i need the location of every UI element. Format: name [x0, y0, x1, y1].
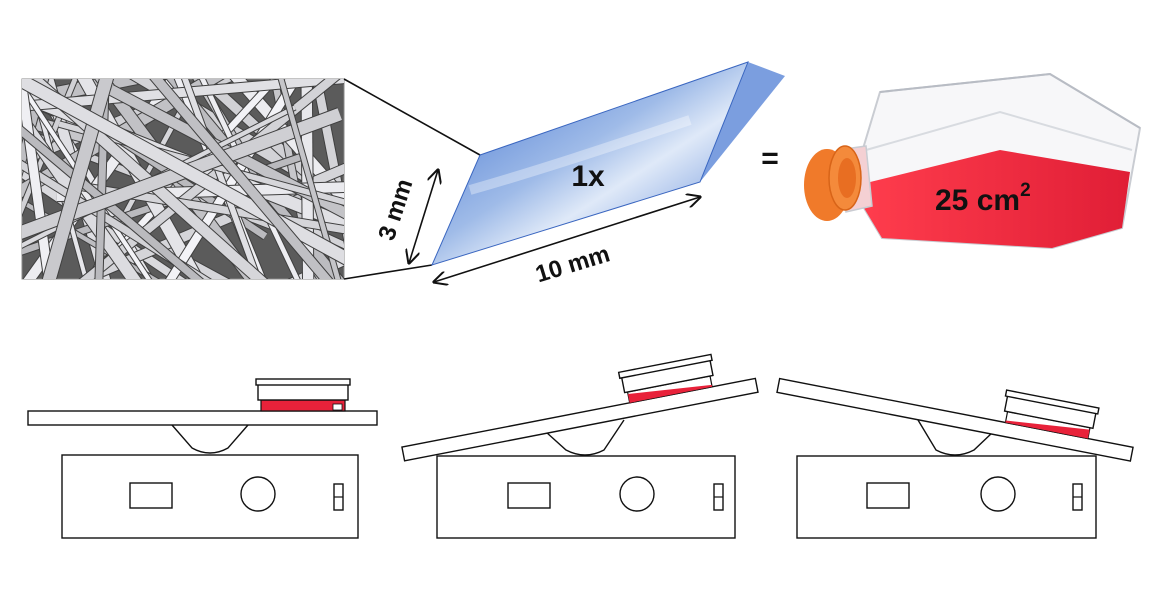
petri-dish-icon [1003, 389, 1100, 440]
shaker-knob-icon [980, 476, 1016, 512]
zoom-line-top [343, 78, 481, 156]
shaker-display-icon [129, 482, 173, 509]
membrane-count-label: 1x [571, 160, 605, 193]
shaker-platform [27, 410, 378, 426]
petri-dish-icon [255, 378, 351, 412]
shaker-level [27, 378, 378, 539]
shaker-tilted-down [776, 377, 1134, 539]
equals-sign: = [761, 142, 779, 175]
length-label: 10 mm [532, 240, 613, 288]
petri-dish-icon [617, 353, 714, 404]
shaker-knob-icon [240, 476, 276, 512]
flask-area-label: 25 cm2 [935, 180, 1031, 217]
shaker-tilted-up [401, 353, 759, 539]
fiber-micrograph-image [21, 78, 345, 280]
shaker-base [61, 454, 359, 539]
shaker-pivot [171, 424, 249, 454]
shaker-pivot [545, 419, 625, 456]
length-arrow [434, 197, 700, 282]
flask-cap-icon [804, 145, 862, 221]
shaker-display-icon [507, 482, 551, 509]
shaker-platform [776, 377, 1134, 462]
shaker-display-icon [866, 482, 910, 509]
shaker-platform [401, 377, 759, 462]
membrane-sheet-icon [431, 61, 785, 266]
shaker-base [436, 455, 736, 539]
culture-flask-icon: 25 cm2 [804, 72, 1142, 250]
fiber-mesh-icon [22, 79, 344, 279]
thickness-label: 3 mm [373, 176, 418, 244]
zoom-line-bottom [343, 264, 433, 280]
thickness-arrow [409, 170, 438, 263]
shaker-base [796, 455, 1097, 539]
shaker-pivot [917, 419, 994, 456]
shaker-knob-icon [619, 476, 655, 512]
